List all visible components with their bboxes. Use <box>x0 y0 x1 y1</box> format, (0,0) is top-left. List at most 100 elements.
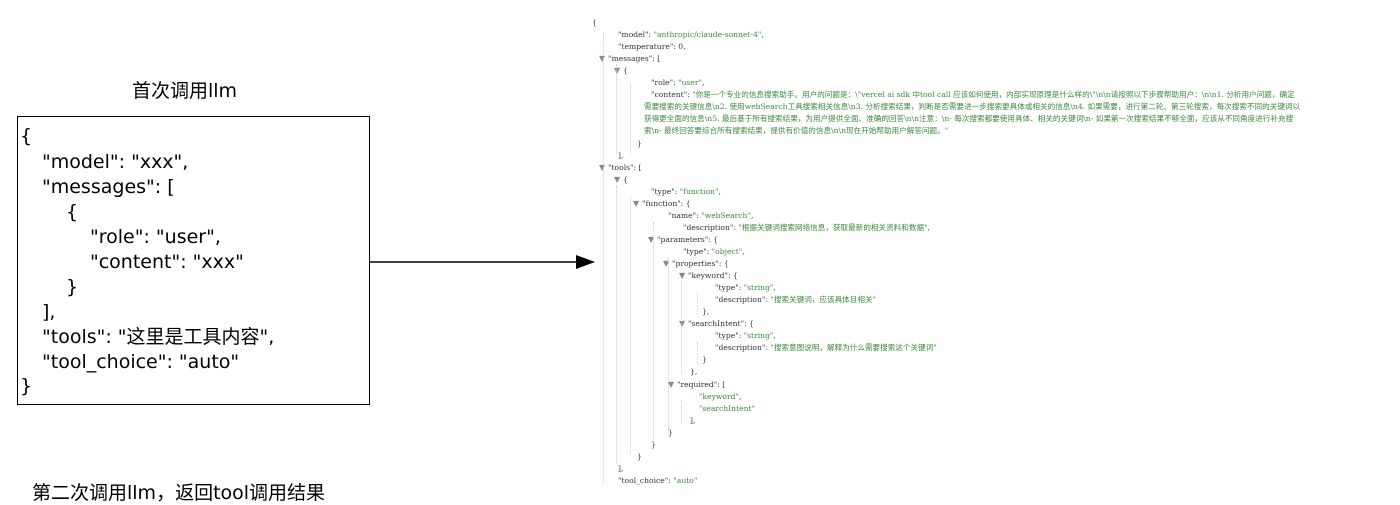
json-token: "parameters" <box>657 234 709 244</box>
json-token: "你是一个专业的信息搜索助手。用户的问题是：\"vercel ai sdk 中t… <box>692 90 1295 100</box>
json-token: 索\n- 最终回答要综合所有搜索结果，提供有价值的信息\n\n现在开始帮助用户解… <box>644 126 949 136</box>
json-token: 0 <box>678 42 684 52</box>
json-line: 索\n- 最终回答要综合所有搜索结果，提供有价值的信息\n\n现在开始帮助用户解… <box>644 125 948 136</box>
json-token: { <box>623 174 628 184</box>
collapse-triangle-icon[interactable]: ▼ <box>648 234 655 244</box>
json-line: "temperature": 0, <box>618 41 686 52</box>
collapse-triangle-icon[interactable]: ▼ <box>668 379 675 389</box>
indent-guide <box>603 32 604 484</box>
request-body-line: ], <box>42 301 56 323</box>
json-token: "description" <box>683 222 734 232</box>
json-token: ], <box>618 463 624 473</box>
json-token: : <box>696 210 702 220</box>
json-token: } <box>668 427 673 437</box>
json-line: }, <box>690 366 697 377</box>
json-token: "searchIntent" <box>688 319 745 329</box>
json-token: , <box>742 246 745 256</box>
json-token: } <box>702 355 707 365</box>
json-token: , <box>718 186 721 196</box>
json-token: "anthropic/claude-sonnet-4" <box>653 30 762 40</box>
json-line: "type": "string", <box>715 330 776 341</box>
json-token: : <box>673 78 679 88</box>
request-body-line: { <box>66 201 79 223</box>
json-line: ▼"required": [ <box>668 379 725 390</box>
json-line: ▼"tools": [ <box>599 162 641 173</box>
json-token: "required" <box>677 379 718 389</box>
indent-guide <box>681 400 682 424</box>
json-token: "role" <box>651 78 674 88</box>
request-body-line: "role": "user", <box>90 226 221 248</box>
json-token: "auto" <box>673 475 698 485</box>
json-token: , <box>750 210 754 220</box>
json-line: ▼"keyword": { <box>679 270 738 281</box>
json-token: , <box>738 391 742 401</box>
json-token: "tools" <box>608 162 634 172</box>
json-token: "搜索关键词，应该具体且相关" <box>770 295 877 305</box>
json-line: "type": "function", <box>651 186 721 197</box>
json-token: 需要搜索的关键信息\n2. 使用webSearch工具搜索相关信息\n3. 分析… <box>644 102 1301 112</box>
json-token: "搜索意图说明，解释为什么需要搜索这个关键词" <box>770 343 937 353</box>
json-line: ▼"properties": { <box>663 258 729 269</box>
indent-guide <box>697 293 698 314</box>
json-token: : { <box>727 271 738 281</box>
first-call-title: 首次调用llm <box>132 80 238 102</box>
json-token: "description" <box>715 295 766 305</box>
json-line: ▼"function": { <box>633 198 691 209</box>
json-line: ▼{ <box>614 174 628 185</box>
collapse-triangle-icon[interactable]: ▼ <box>663 259 670 268</box>
collapse-triangle-icon[interactable]: ▼ <box>614 174 621 184</box>
json-token: : <box>674 186 680 196</box>
json-token: : <box>673 42 679 52</box>
json-line: } <box>651 439 656 450</box>
indent-guide <box>697 342 698 364</box>
json-token: : { <box>708 234 719 244</box>
collapse-triangle-icon[interactable]: ▼ <box>679 319 686 329</box>
json-line: } <box>702 354 707 365</box>
json-token: }, <box>702 307 710 317</box>
json-line: } <box>668 427 673 438</box>
json-token: , <box>683 42 686 52</box>
json-token: "model" <box>618 30 649 40</box>
flow-arrow <box>370 255 595 269</box>
request-body-line: "model": "xxx", <box>42 151 189 173</box>
json-line: }, <box>702 306 709 317</box>
json-line: } <box>637 138 642 149</box>
json-token: : { <box>680 198 691 208</box>
json-token: "function" <box>679 186 719 196</box>
request-body-line: "messages": [ <box>42 176 175 198</box>
json-line: ], <box>618 150 623 161</box>
json-token: "function" <box>642 198 681 208</box>
json-token: : <box>738 331 744 341</box>
json-token: "keyword" <box>699 391 739 401</box>
collapse-triangle-icon[interactable]: ▼ <box>599 54 606 64</box>
json-token: : <box>706 246 712 256</box>
collapse-triangle-icon[interactable]: ▼ <box>599 162 606 172</box>
json-token: , <box>773 283 776 293</box>
json-token: , <box>927 222 930 232</box>
json-token: } <box>651 439 656 449</box>
json-token: } <box>637 451 642 461</box>
json-line: "name": "webSearch", <box>668 210 753 221</box>
json-line: "keyword", <box>699 391 741 402</box>
json-line: ▼{ <box>590 17 597 28</box>
json-token: "type" <box>715 331 739 341</box>
json-line: "model": "anthropic/claude-sonnet-4", <box>618 29 764 40</box>
collapse-triangle-icon[interactable]: ▼ <box>679 271 686 281</box>
collapse-triangle-icon[interactable]: ▼ <box>614 66 621 76</box>
indent-guide <box>630 197 631 454</box>
json-token: "根据关键词搜索网络信息，获取最新的相关资料和数据" <box>738 222 928 232</box>
indent-guide <box>616 64 617 154</box>
request-body-line: "content": "xxx" <box>90 251 244 273</box>
second-call-caption: 第二次调用llm，返回tool调用结果 <box>32 482 326 504</box>
json-token: : <box>687 90 693 100</box>
json-token: "type" <box>683 246 707 256</box>
json-line: "description": "根据关键词搜索网络信息，获取最新的相关资料和数据… <box>683 222 930 233</box>
json-token: : <box>648 30 654 40</box>
indent-guide <box>668 257 669 434</box>
json-line: "type": "object", <box>683 246 745 257</box>
json-line: ▼"searchIntent": { <box>679 318 754 329</box>
json-token: "string" <box>743 331 774 341</box>
request-body-line: } <box>66 276 79 298</box>
collapse-triangle-icon[interactable]: ▼ <box>633 198 640 208</box>
json-line: "tool_choice": "auto" <box>618 475 697 486</box>
